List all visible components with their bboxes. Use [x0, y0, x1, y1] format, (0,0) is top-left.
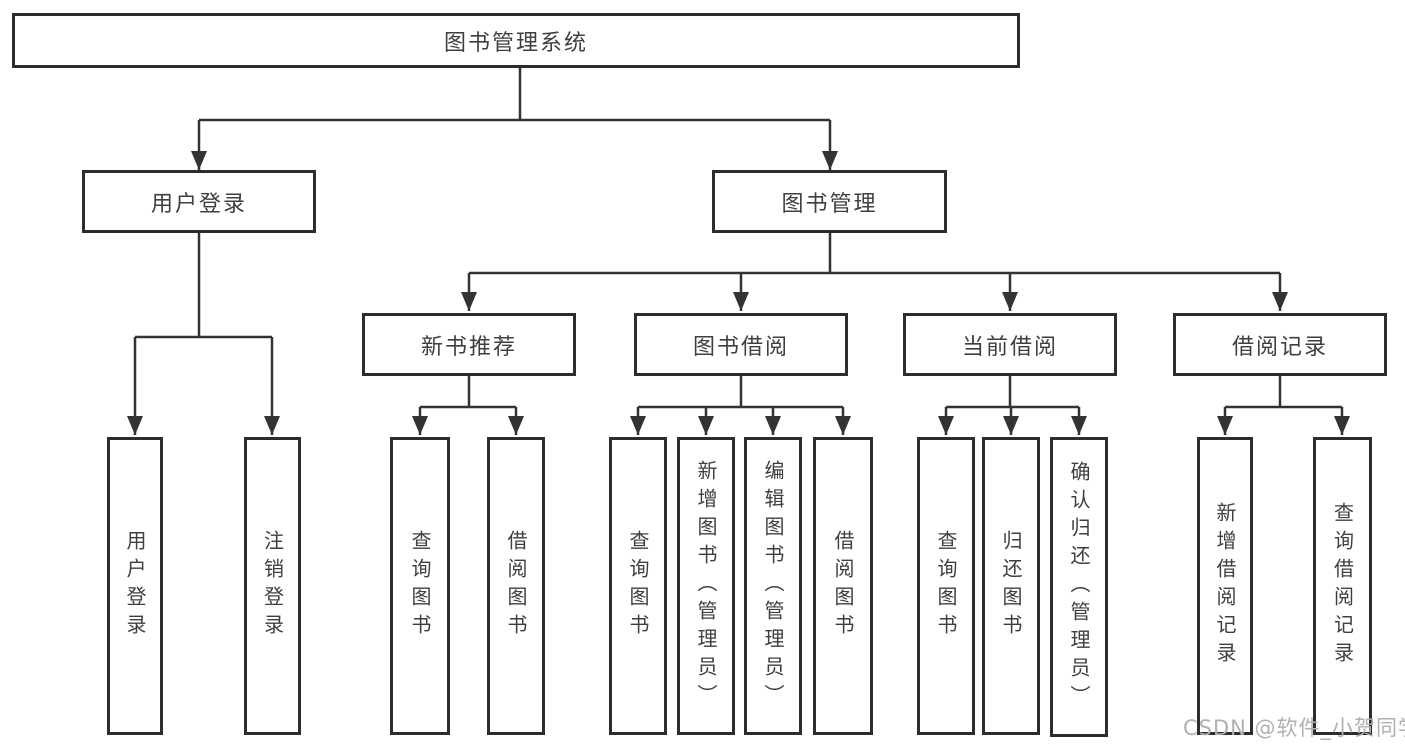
leaf-current-query-books: 查询图书 — [917, 437, 975, 735]
leaf-recommend-query-books: 查询图书 — [390, 437, 450, 735]
node-user-login: 用户登录 — [82, 170, 316, 233]
node-book-borrow: 图书借阅 — [634, 313, 848, 376]
leaf-recommend-borrow-books: 借阅图书 — [487, 437, 545, 735]
leaf-user-login: 用户登录 — [107, 437, 163, 735]
node-current-borrow: 当前借阅 — [903, 313, 1117, 376]
watermark: CSDN @软件_小贺同学 — [1183, 716, 1405, 740]
node-book-management: 图书管理 — [712, 170, 947, 233]
leaf-borrow-query-books: 查询图书 — [609, 437, 667, 735]
node-new-book-recommend: 新书推荐 — [362, 313, 576, 376]
leaf-current-confirm-return-admin: 确认归还（管理员） — [1050, 437, 1108, 737]
leaf-borrow-add-books-admin: 新增图书（管理员） — [677, 437, 735, 735]
connector-lines — [127, 68, 1350, 435]
leaf-records-query-record: 查询借阅记录 — [1313, 437, 1372, 735]
leaf-borrow-borrow-books: 借阅图书 — [813, 437, 873, 735]
leaf-current-return-books: 归还图书 — [982, 437, 1040, 735]
node-borrow-records: 借阅记录 — [1173, 313, 1387, 376]
leaf-records-add-record: 新增借阅记录 — [1197, 437, 1253, 735]
leaf-logout: 注销登录 — [244, 437, 301, 735]
leaf-borrow-edit-books-admin: 编辑图书（管理员） — [744, 437, 802, 735]
node-root: 图书管理系统 — [12, 13, 1020, 68]
